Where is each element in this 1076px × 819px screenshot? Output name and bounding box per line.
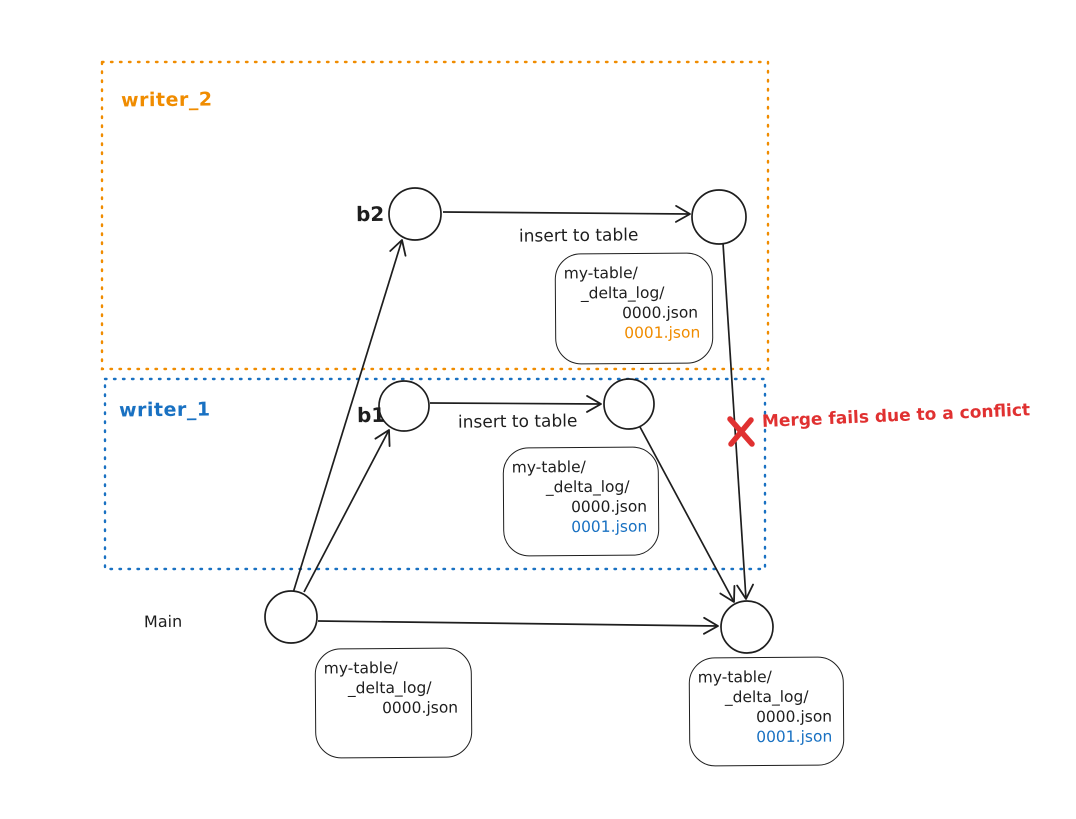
commit-node-writer2-insert — [691, 189, 747, 245]
file-line: _delta_log/ — [347, 678, 432, 698]
edge-main — [317, 616, 719, 635]
file-line: my-table/ — [323, 658, 398, 678]
commit-node-b2 — [388, 187, 442, 241]
filebox-main-initial: my-table/ _delta_log/ 0000.json — [314, 647, 473, 759]
filebox-writer1: my-table/ _delta_log/ 0000.json 0001.jso… — [502, 446, 660, 557]
file-line: 0000.json — [570, 497, 648, 517]
commit-node-main-merged — [720, 600, 774, 654]
commit-node-writer1-insert — [603, 378, 655, 430]
edge-b1-insert — [429, 395, 602, 413]
edge-b2-insert — [442, 204, 691, 223]
commit-node-main-initial — [264, 590, 318, 644]
conflict-x-icon — [727, 416, 755, 447]
filebox-writer2: my-table/ _delta_log/ 0000.json 0001.jso… — [554, 252, 714, 365]
file-line: 0000.json — [381, 698, 459, 718]
file-line: _delta_log/ — [724, 687, 809, 707]
file-line: _delta_log/ — [545, 477, 630, 497]
writer1-label: writer_1 — [118, 398, 211, 422]
commit-node-b1 — [378, 380, 430, 432]
b2-label: b2 — [355, 201, 385, 227]
file-line: my-table/ — [697, 667, 772, 687]
file-line: my-table/ — [511, 457, 586, 477]
file-line: 0000.json — [621, 303, 699, 323]
filebox-main-merged: my-table/ _delta_log/ 0000.json 0001.jso… — [688, 656, 845, 767]
file-line: _delta_log/ — [580, 283, 665, 303]
b1-label: b1 — [356, 402, 386, 428]
writer2-label: writer_2 — [120, 88, 213, 112]
file-line: my-table/ — [563, 263, 638, 283]
writer1-region — [103, 377, 767, 571]
writer2-region — [100, 60, 770, 371]
edge-writer1-merge — [639, 426, 736, 603]
edge-main-to-b1 — [303, 429, 391, 593]
edge-main-to-b2 — [292, 239, 407, 594]
writer2-insert-label: insert to table — [518, 225, 639, 247]
file-line-highlight: 0001.json — [756, 727, 833, 747]
file-line-highlight: 0001.json — [624, 323, 701, 343]
writer1-insert-label: insert to table — [457, 411, 578, 433]
file-line-highlight: 0001.json — [571, 517, 648, 537]
file-line: 0000.json — [755, 707, 833, 727]
main-label: Main — [143, 611, 183, 632]
